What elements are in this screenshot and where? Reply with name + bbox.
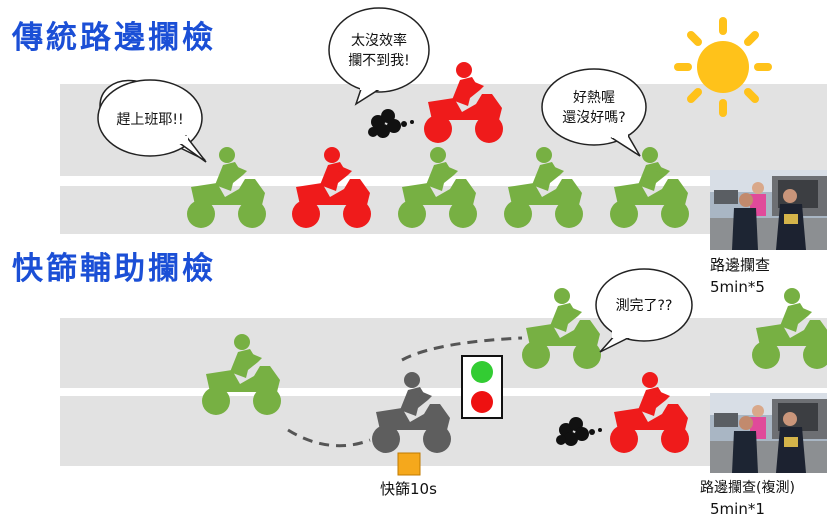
speech-escaped-line2: 攔不到我! — [348, 53, 410, 69]
traffic-light-icon — [461, 355, 503, 419]
police-photo — [710, 393, 827, 473]
smoke-icon — [556, 417, 602, 446]
roadside-time: 5min*5 — [710, 278, 765, 296]
screen-label: 快篩10s — [380, 480, 437, 498]
speech-late-text: 趕上班耶!! — [116, 112, 183, 128]
sensor-icon — [397, 452, 421, 476]
road-lane-bottom-upper — [60, 318, 827, 388]
speech-done-text: 測完了?? — [616, 298, 673, 314]
sun-icon — [674, 17, 772, 117]
speech-hot-line2: 還沒好嗎? — [562, 109, 625, 126]
smoke-icon — [368, 109, 414, 138]
retest-time: 5min*1 — [710, 500, 765, 518]
title-assisted: 快篩輔助攔檢 — [12, 251, 216, 287]
roadside-label: 路邊攔查 — [710, 256, 771, 274]
speech-bubble-done: 測完了?? — [595, 268, 693, 353]
speech-bubble-hot: 好熱喔 還沒好嗎? — [541, 68, 647, 157]
speech-escaped-line1: 太沒效率 — [351, 32, 407, 49]
dashed-path-out — [401, 336, 523, 362]
speech-bubble-escaped: 太沒效率 攔不到我! — [328, 7, 430, 106]
title-traditional: 傳統路邊攔檢 — [12, 20, 216, 56]
police-photo — [710, 170, 827, 250]
speech-bubble-late: 趕上班耶!! — [97, 79, 207, 163]
speech-hot-line1: 好熱喔 — [573, 90, 615, 106]
retest-label: 路邊攔查(複測) — [700, 480, 795, 496]
